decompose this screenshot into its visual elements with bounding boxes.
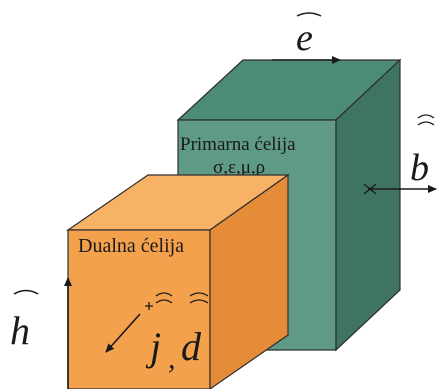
vector-j-label: j: [145, 324, 161, 369]
vector-b: b: [368, 114, 437, 193]
vector-jd-arrow: [105, 313, 141, 353]
vector-h: h: [10, 277, 72, 389]
vector-h-label: h: [10, 308, 30, 353]
dual-cell-label: Dualna ćelija: [78, 235, 184, 257]
primary-cell-label: Primarna ćelija: [180, 134, 296, 155]
vector-d-double-arc-icon: [189, 292, 209, 304]
primary-cell-params: σ,ε,μ,ρ: [213, 157, 265, 178]
primary-cell-side-face: [335, 58, 401, 352]
vector-j-double-arc-icon: [155, 292, 173, 304]
plus-mark-icon: [145, 302, 153, 310]
vector-b-double-arc-icon: [417, 114, 435, 126]
vector-e: e: [272, 12, 341, 64]
vector-e-label: e: [296, 17, 313, 59]
vector-jd: j , d: [105, 292, 209, 375]
dual-cell: Dualna ćelija: [66, 173, 290, 389]
vector-jd-comma: ,: [168, 342, 176, 375]
dual-cell-side-face: [209, 173, 289, 389]
vector-d-label: d: [181, 324, 202, 369]
vector-e-single-arc-icon: [296, 12, 322, 17]
vector-h-single-arc-icon: [13, 289, 39, 295]
vector-b-label: b: [410, 147, 429, 189]
